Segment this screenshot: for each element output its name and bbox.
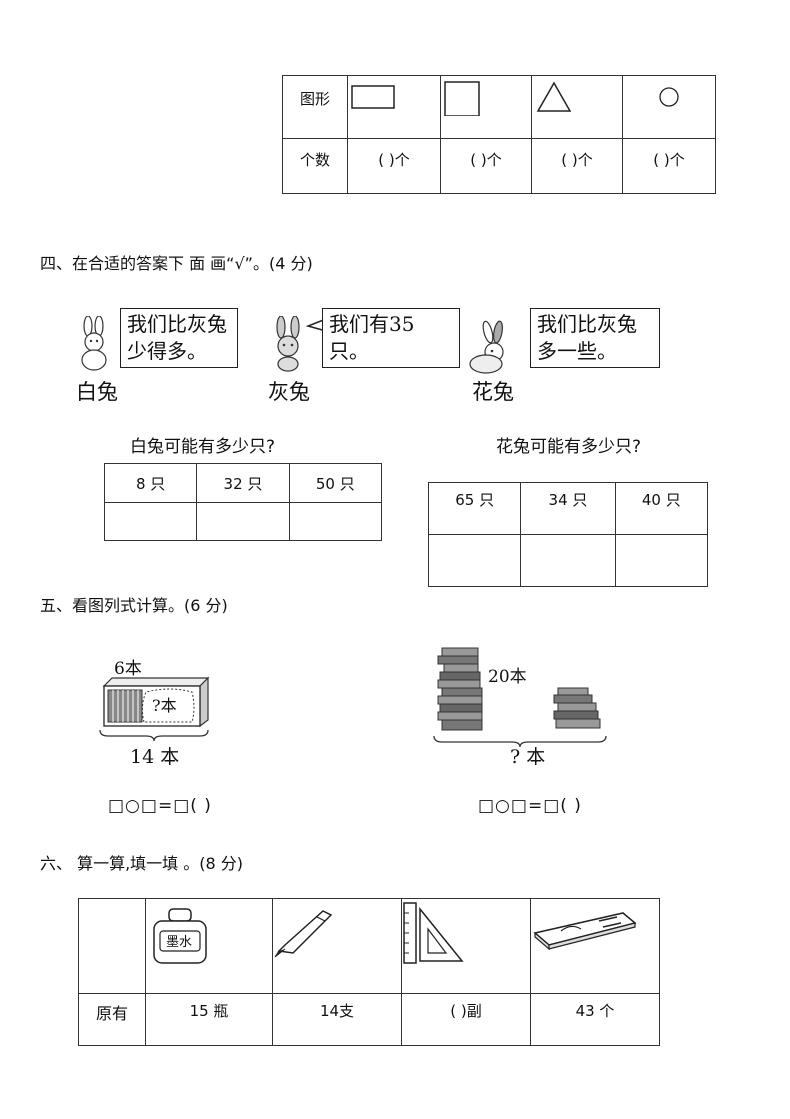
left-equation[interactable]: □○□=□( ) (108, 796, 212, 816)
answer-cell[interactable] (103, 502, 198, 541)
white-rabbit-options-table: 8 只 32 只 50 只 (103, 463, 383, 541)
ink-bottle-label: 墨水 (166, 935, 193, 950)
empty-header-cell (78, 898, 146, 994)
count-blank[interactable]: ( )个 (440, 138, 532, 194)
white-rabbit-speech: 我们比灰兔少得多。 (120, 308, 238, 368)
option-label: 40 只 (614, 482, 709, 535)
count-blank[interactable]: ( )个 (347, 138, 441, 194)
section4-title: 四、在合适的答案下 面 画“√”。(4 分) (40, 254, 313, 273)
circle-icon (659, 87, 679, 107)
white-rabbit-name: 白兔 (76, 380, 118, 404)
answer-cell[interactable] (520, 534, 616, 587)
right-equation[interactable]: □○□=□( ) (478, 796, 582, 816)
triangle-cell (531, 75, 623, 139)
count-blank[interactable]: ( )个 (622, 138, 716, 194)
original-row-label: 原有 (78, 993, 146, 1046)
square-icon (444, 81, 480, 116)
count-blank[interactable]: ( )个 (531, 138, 623, 194)
white-rabbit-question: 白兔可能有多少只? (130, 437, 276, 457)
right-bottom-label: ? 本 (510, 746, 546, 768)
gray-rabbit-speech: 我们有35只。 (322, 308, 460, 368)
flower-rabbit-options-table: 65 只 34 只 40 只 (427, 482, 709, 587)
answer-cell[interactable] (288, 502, 383, 541)
pen-cell (272, 898, 402, 994)
option-label: 34 只 (520, 482, 616, 535)
right-top-label: 20本 (488, 667, 527, 687)
shape-table: 图形 个数 ( )个 ( )个 ( )个 ( )个 (282, 75, 716, 194)
ink-bottle-icon (153, 908, 207, 964)
bookcase-icon (102, 676, 210, 728)
left-brace-icon (99, 729, 209, 742)
section6-title: 六、 算一算,填一填 。(8 分) (40, 854, 244, 873)
triangle-icon (536, 81, 572, 112)
flower-rabbit-speech: 我们比灰兔多一些。 (530, 308, 660, 368)
rectangle-cell (347, 75, 441, 139)
answer-cell[interactable] (614, 534, 709, 587)
answer-cell[interactable] (427, 534, 522, 587)
item-count: 14支 (272, 993, 402, 1046)
left-bottom-label: 14 本 (130, 746, 180, 768)
gray-rabbit-name: 灰兔 (268, 380, 310, 404)
triangle-ruler-icon (403, 902, 464, 964)
section5-title: 五、看图列式计算。(6 分) (40, 596, 228, 615)
gray-rabbit-icon (276, 316, 300, 372)
rectangle-icon (351, 85, 395, 109)
small-book-stack-icon (553, 687, 601, 729)
flower-rabbit-icon (469, 320, 504, 374)
triangle-ruler-cell (401, 898, 531, 994)
option-label: 8 只 (103, 463, 198, 503)
shape-row-label: 图形 (282, 75, 348, 139)
circle-cell (622, 75, 716, 139)
item-count: 15 瓶 (145, 993, 273, 1046)
flower-rabbit-name: 花兔 (472, 380, 514, 404)
right-brace-icon (433, 735, 607, 748)
option-label: 50 只 (288, 463, 383, 503)
tall-book-stack-icon (437, 647, 483, 731)
pencil-case-icon (533, 912, 637, 951)
pen-icon (274, 910, 333, 958)
option-label: 65 只 (427, 482, 522, 535)
answer-cell[interactable] (196, 502, 290, 541)
ink-bottle-cell: 墨水 (145, 898, 273, 994)
stationery-table: 墨水 (78, 898, 660, 1046)
pencil-case-cell (530, 898, 660, 994)
flower-rabbit-question: 花兔可能有多少只? (496, 437, 642, 457)
left-top-label: 6本 (114, 659, 142, 679)
option-label: 32 只 (196, 463, 290, 503)
count-row-label: 个数 (282, 138, 348, 194)
item-count: 43 个 (530, 993, 660, 1046)
white-rabbit-icon (81, 316, 107, 371)
square-cell (440, 75, 532, 139)
left-box-label: ?本 (152, 696, 177, 715)
item-count-blank[interactable]: ( )副 (401, 993, 531, 1046)
